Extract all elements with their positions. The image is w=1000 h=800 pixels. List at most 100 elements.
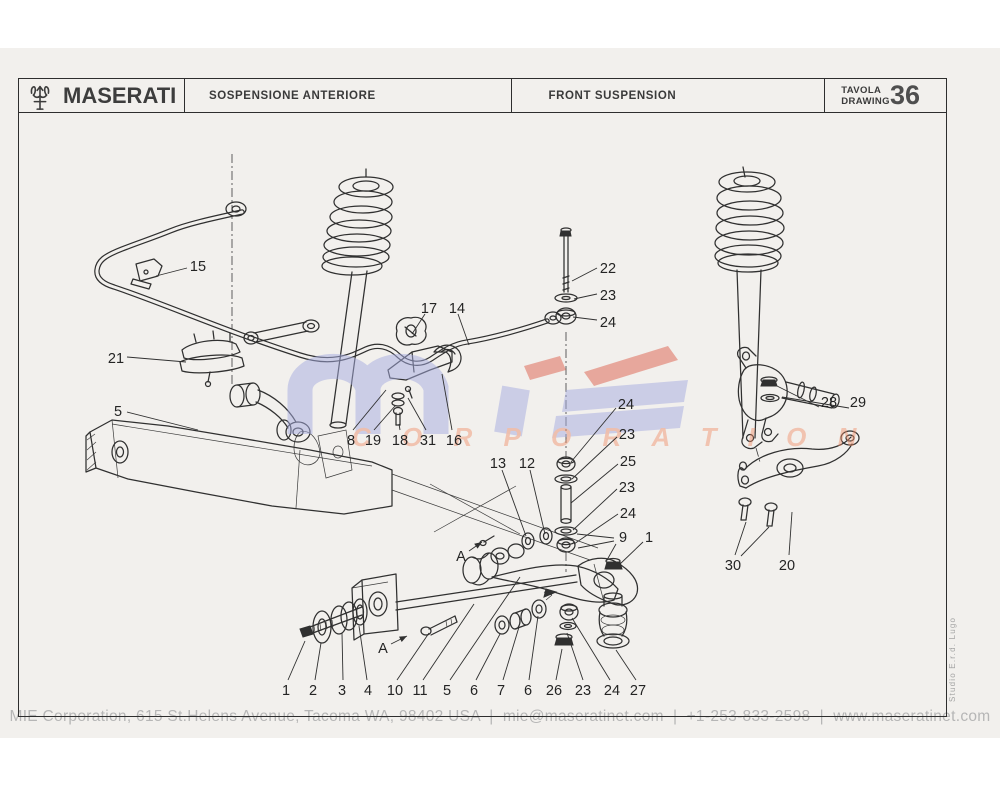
callout-leader-line xyxy=(396,632,430,681)
stabilizer-clamp-15 xyxy=(130,258,163,290)
strut-rod-group xyxy=(299,535,578,644)
callout-leader-line xyxy=(555,648,563,681)
callout-leader-line xyxy=(398,423,401,431)
left-spring-shock xyxy=(293,168,394,479)
side-print-credit: Studio E.r.d. Lugo xyxy=(948,616,957,702)
callout-leader-line xyxy=(126,411,199,431)
watermark-letter-i xyxy=(494,385,530,437)
callout-leader-line xyxy=(573,293,598,300)
callout-leader-line xyxy=(571,267,598,282)
mie-watermark: C O R P O R A T I O N xyxy=(287,346,868,452)
part-callout-label: 2 xyxy=(309,683,317,699)
part-callout-label: 24 xyxy=(600,315,616,331)
watermark-letter-e-mid xyxy=(562,380,688,412)
part-callout-label: 16 xyxy=(446,433,462,449)
callout-leader-line xyxy=(528,615,539,681)
title-block: MASERATI SOSPENSIONE ANTERIORE FRONT SUS… xyxy=(18,78,947,113)
part-callout-label: 23 xyxy=(619,427,635,443)
subframe-crossmember xyxy=(85,419,599,561)
title-cell-english: FRONT SUSPENSION xyxy=(512,79,826,112)
part-callout-label: 11 xyxy=(412,683,427,699)
part-callout-label: 6 xyxy=(524,683,532,699)
title-cell-italian: SOSPENSIONE ANTERIORE xyxy=(185,79,513,112)
part-callout-label: 1 xyxy=(282,683,290,699)
part-callout-label: 15 xyxy=(190,259,206,275)
part-callout-label: 13 xyxy=(490,456,506,472)
watermark-corporation-text: C O R P O R A T I O N xyxy=(352,422,868,452)
part-callout-label: 6 xyxy=(470,683,478,699)
part-callout-label: 29 xyxy=(850,395,866,411)
callout-leader-line xyxy=(615,649,637,681)
part-callout-label: 10 xyxy=(387,683,403,699)
callout-leader-line xyxy=(314,642,322,681)
callout-leader-line xyxy=(411,313,426,335)
brand-wordmark: MASERATI xyxy=(63,82,177,108)
stabilizer-link-stack xyxy=(554,227,578,325)
part-callout-label: 27 xyxy=(630,683,646,699)
callout-leader-line xyxy=(570,407,617,463)
stabilizer-bar xyxy=(94,201,562,366)
part-callout-label: 7 xyxy=(497,683,505,699)
callout-leader-line xyxy=(287,640,306,681)
part-callout-label: 9 xyxy=(619,530,627,546)
callout-leader-line xyxy=(422,603,475,681)
drawing-number: 36 xyxy=(889,80,920,110)
part-callout-label: 5 xyxy=(443,683,451,699)
steering-arm-group xyxy=(737,376,860,527)
part-callout-label: 28 xyxy=(821,395,837,411)
callout-leader-line xyxy=(577,540,615,549)
mount-plates-21 xyxy=(179,330,245,388)
callout-leader-line xyxy=(781,396,850,409)
callout-leader-line xyxy=(341,632,344,681)
part-callout-label: 4 xyxy=(364,683,372,699)
callout-leader-line xyxy=(502,626,520,681)
part-callout-label: 23 xyxy=(619,480,635,496)
page-title-english: FRONT SUSPENSION xyxy=(548,89,677,102)
right-spring-shock-knuckle xyxy=(714,166,840,463)
part-callout-label: 17 xyxy=(421,301,437,317)
callout-arrowhead xyxy=(399,636,407,642)
part-callout-label: 21 xyxy=(108,351,124,367)
plate-label: TAVOLA DRAWING xyxy=(841,84,890,107)
part-callout-label: 23 xyxy=(575,683,591,699)
footer-credit-line: MIE Corporation, 615 St.Helens Avenue, T… xyxy=(9,708,991,725)
callout-leader-line xyxy=(457,313,470,346)
callout-leader-line xyxy=(571,617,611,681)
callout-leader-line xyxy=(155,267,188,277)
page-title-italian: SOSPENSIONE ANTERIORE xyxy=(208,89,376,102)
callout-leader-line xyxy=(734,521,747,556)
part-callout-label: 26 xyxy=(546,683,562,699)
callout-arrowhead xyxy=(474,542,482,549)
watermark-letter-e-bottom xyxy=(552,406,684,438)
callout-leader-line xyxy=(126,356,187,363)
callout-leader-line xyxy=(352,389,387,431)
scanned-page-background xyxy=(0,48,1000,738)
part-callout-label: 31 xyxy=(420,433,436,449)
callout-leader-line xyxy=(570,463,619,504)
watermark-letter-e-top xyxy=(584,346,678,386)
part-callout-label: A xyxy=(456,549,466,565)
callout-leader-line xyxy=(449,576,521,681)
arm-bushings-12-13 xyxy=(521,527,553,550)
plate-cell: TAVOLA DRAWING 36 xyxy=(825,79,946,112)
part-callout-label: 30 xyxy=(725,558,741,574)
callout-leader-line xyxy=(373,405,396,431)
part-callout-label: 3 xyxy=(338,683,346,699)
callout-leader-line xyxy=(573,513,619,545)
part-callout-label: 5 xyxy=(114,404,122,420)
part-callout-label: 23 xyxy=(600,288,616,304)
pivot-hardware-row xyxy=(494,599,579,646)
callout-leader-line xyxy=(776,385,820,408)
callout-leader-line xyxy=(566,632,584,681)
link-lower-stack xyxy=(554,456,578,553)
lower-arm-group xyxy=(462,543,639,649)
part-callout-label: 24 xyxy=(604,683,620,699)
callout-leader-line xyxy=(441,373,453,431)
callout-leader-line xyxy=(606,543,617,561)
maserati-trident-icon xyxy=(30,85,50,110)
part-callout-label: A xyxy=(378,641,388,657)
callout-leader-line xyxy=(475,633,501,681)
part-callout-label: 22 xyxy=(600,261,616,277)
